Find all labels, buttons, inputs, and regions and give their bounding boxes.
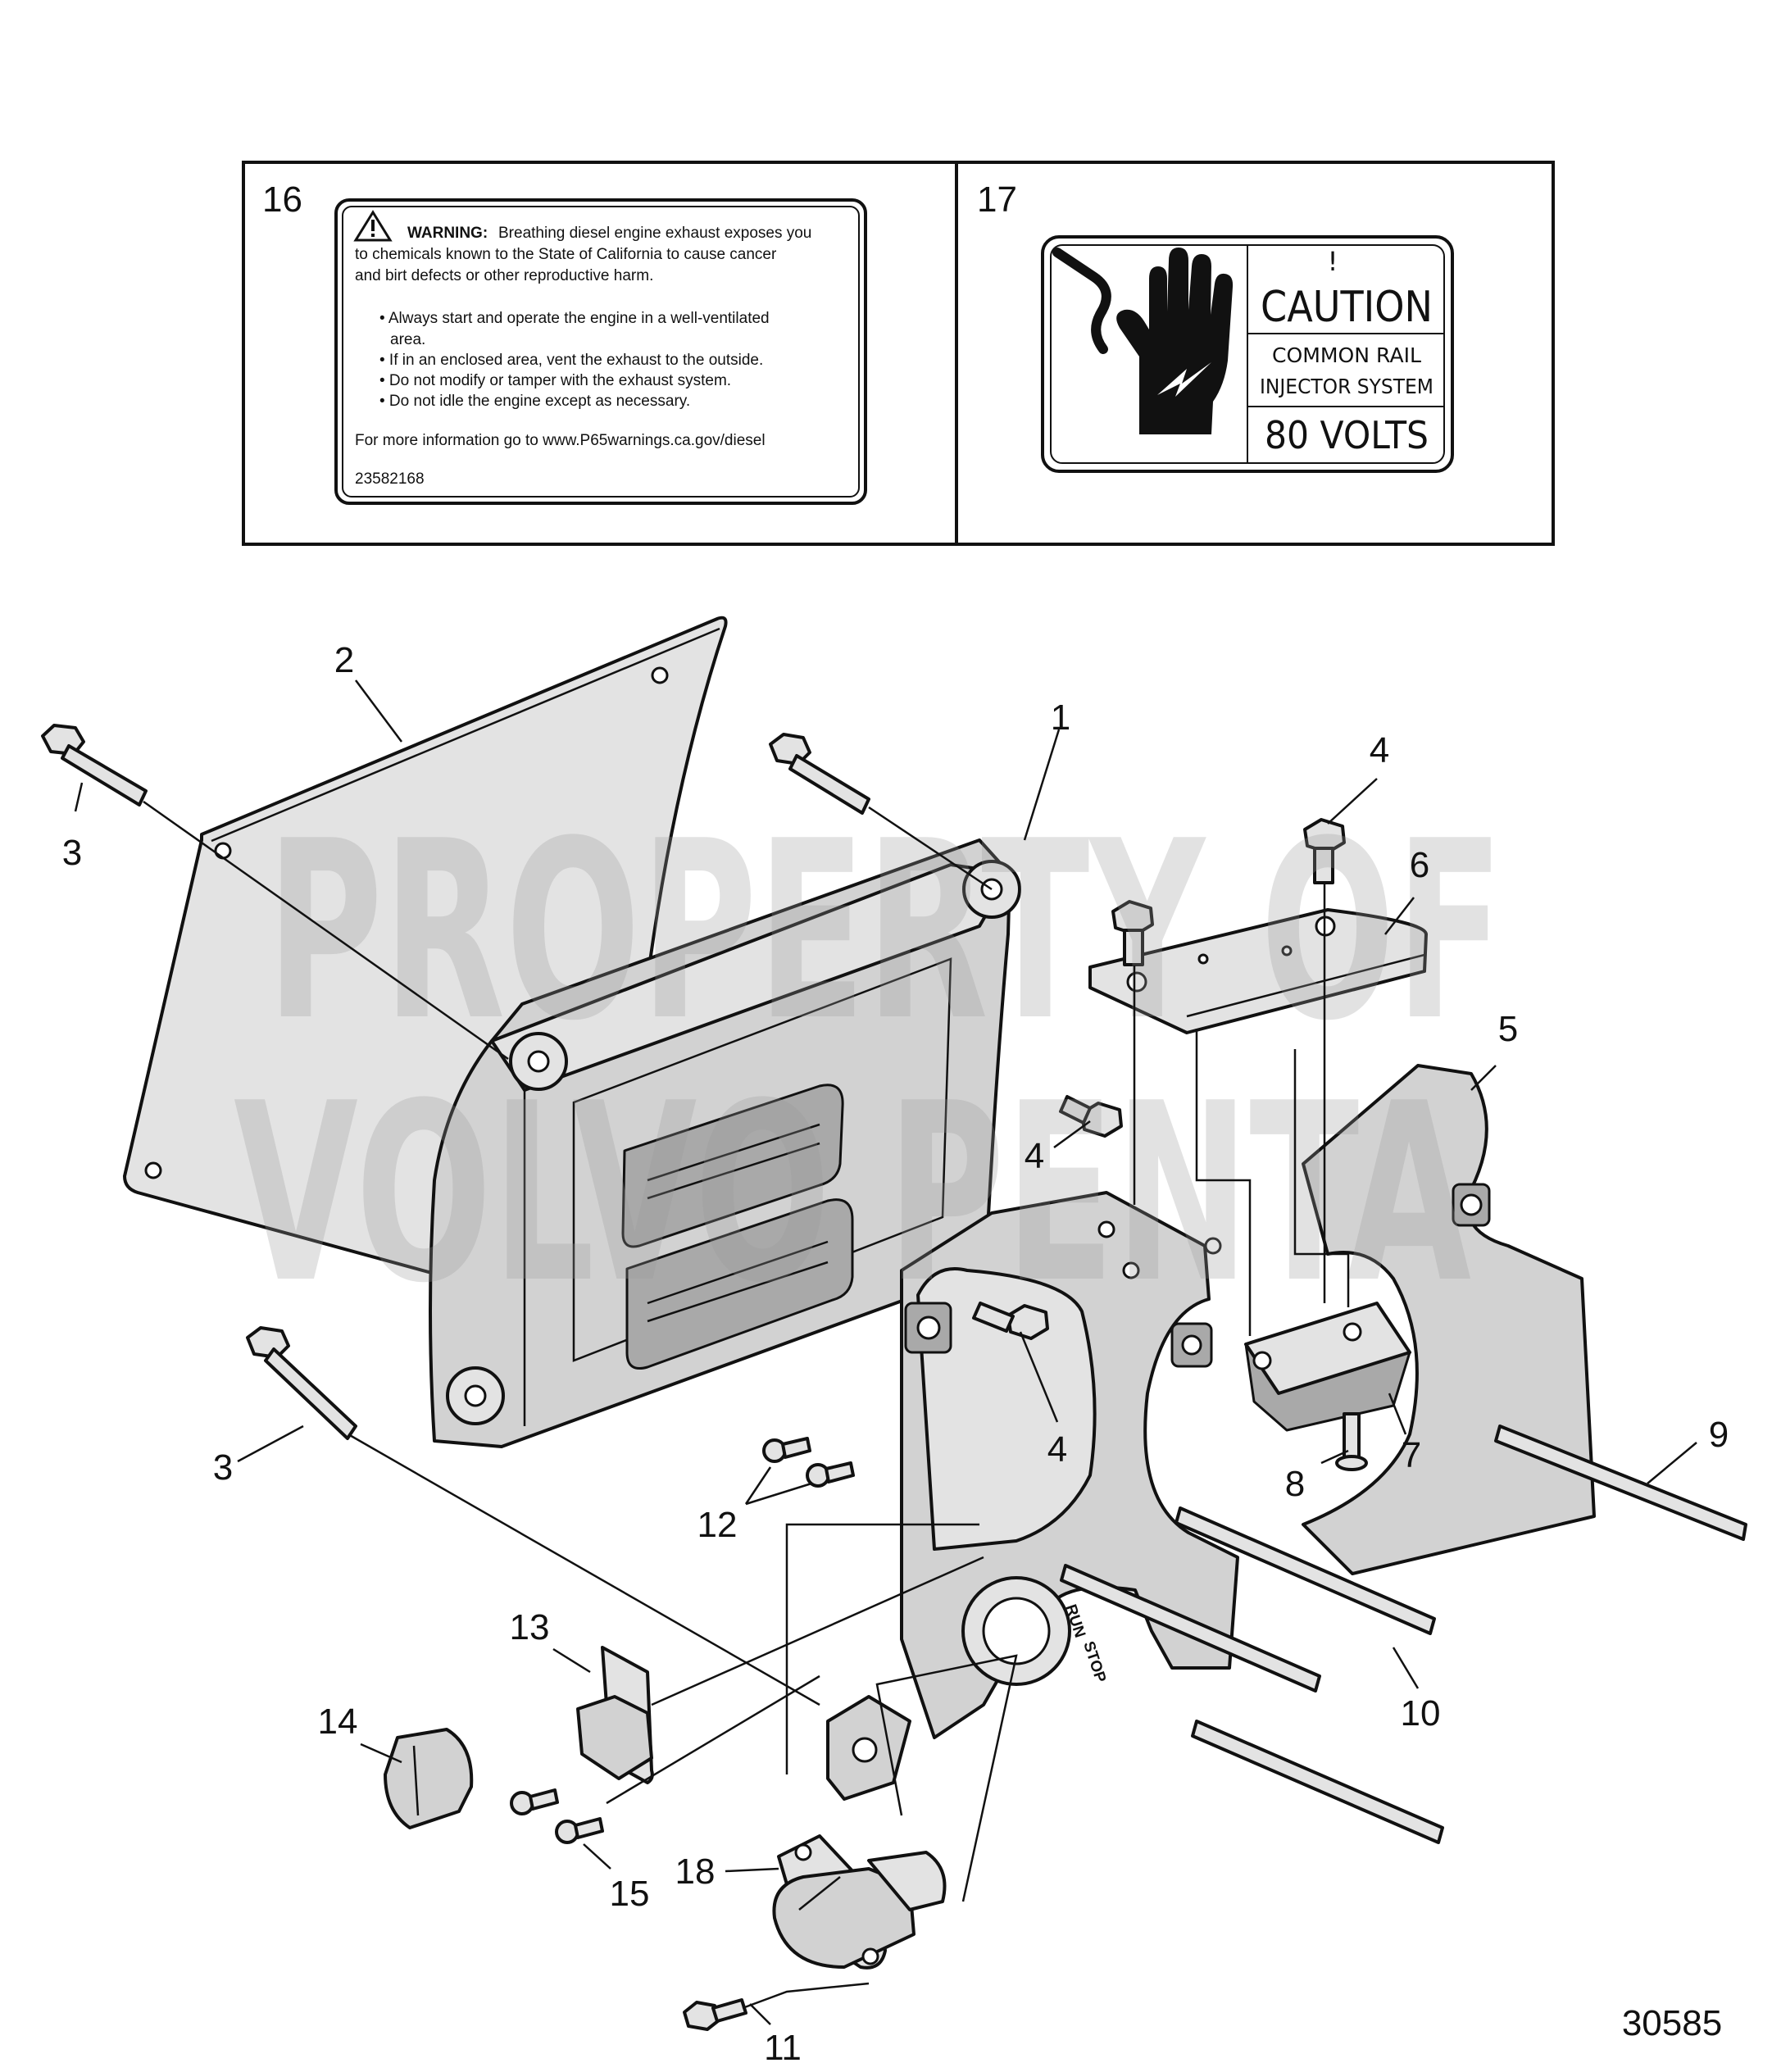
- callout-3-lower: 3: [213, 1447, 233, 1488]
- callout-15: 15: [610, 1874, 650, 1914]
- caution-line-2: INJECTOR SYSTEM: [1260, 375, 1434, 398]
- warning-line-1: Breathing diesel engine exhaust exposes …: [498, 225, 811, 242]
- bolt-3-lower: [246, 1326, 357, 1440]
- label-code: 23582168: [355, 470, 425, 488]
- watermark: PROPERTY OF VOLVO PENTA: [234, 788, 1504, 1337]
- bolt-1-upper: [769, 733, 870, 815]
- callout-18: 18: [675, 1852, 716, 1892]
- callout-14: 14: [318, 1702, 358, 1742]
- warning-bullet-1: • Always start and operate the engine in…: [379, 310, 770, 327]
- ecu-control-unit: [429, 838, 1021, 1448]
- drawing-number: 30585: [1622, 2003, 1722, 2043]
- caution-title: CAUTION: [1261, 283, 1433, 332]
- bolt-4-c: [1059, 1095, 1123, 1138]
- mounting-bracket-front: RUN STOP: [900, 1191, 1239, 1739]
- screw-11: [683, 1998, 747, 2031]
- callout-12: 12: [697, 1505, 738, 1545]
- warning-bullet-1-cont: area.: [390, 331, 425, 348]
- callout-11: 11: [764, 2028, 802, 2068]
- caution-label-17: 17 ! CAUTION COMMON RAIL INJECTOR SYSTEM…: [977, 179, 1454, 473]
- bolt-3-upper: [41, 724, 148, 807]
- callout-4-mid: 4: [1025, 1136, 1044, 1176]
- warning-label-16: 16 WARNING: Breathing diesel engine exha…: [262, 179, 867, 505]
- callout-1: 1: [1051, 697, 1070, 738]
- caution-exclamation: !: [1328, 246, 1338, 277]
- electric-shock-hand-icon: [1052, 248, 1234, 434]
- callouts: 1 2 3 3 4 4 4 5 6 7 8 9 10 11 12 13 14 1…: [62, 640, 1729, 2068]
- callout-10: 10: [1401, 1693, 1441, 1733]
- warning-bullet-3: • Do not modify or tamper with the exhau…: [379, 372, 731, 389]
- callout-4-low: 4: [1047, 1429, 1067, 1470]
- bolt-8: [1335, 1412, 1368, 1471]
- watermark-line-2: VOLVO PENTA: [234, 1051, 1472, 1337]
- watermark-line-1: PROPERTY OF: [266, 788, 1504, 1075]
- warning-title: WARNING:: [407, 225, 488, 242]
- warning-line-2: to chemicals known to the State of Calif…: [355, 246, 777, 263]
- screws-15: [510, 1788, 604, 1844]
- callout-13: 13: [510, 1607, 550, 1647]
- threaded-studs: [1060, 1424, 1747, 1844]
- mounting-plate: [1088, 908, 1428, 1034]
- callout-2: 2: [334, 640, 354, 680]
- support-bracket: [826, 1695, 911, 1801]
- caution-volts: 80 VOLTS: [1265, 413, 1429, 457]
- callout-7: 7: [1402, 1435, 1421, 1475]
- more-info-link-text: For more information go to www.P65warnin…: [355, 432, 766, 449]
- warning-line-3: and birt defects or other reproductive h…: [355, 267, 653, 284]
- assembly-lines: [143, 800, 1350, 2010]
- callout-9: 9: [1709, 1415, 1729, 1455]
- warning-bullet-4: • Do not idle the engine except as neces…: [379, 393, 690, 410]
- callout-leaders: [74, 679, 1697, 2025]
- connector-13: [576, 1646, 654, 1784]
- label-17-index: 17: [977, 179, 1017, 220]
- caution-line-1: COMMON RAIL: [1272, 343, 1421, 367]
- callout-6: 6: [1410, 845, 1429, 885]
- screws-12: [762, 1437, 855, 1488]
- cap-14: [384, 1728, 474, 1829]
- callout-4-top: 4: [1370, 730, 1389, 770]
- warning-bullet-2: • If in an enclosed area, vent the exhau…: [379, 352, 763, 369]
- callout-8: 8: [1285, 1464, 1305, 1504]
- warning-triangle-icon: [353, 210, 393, 242]
- bolt-4-d: [972, 1302, 1049, 1340]
- callout-5: 5: [1498, 1009, 1518, 1049]
- bolt-4-b: [1111, 900, 1154, 966]
- callout-3-upper: 3: [62, 833, 82, 873]
- switch-stop-text: STOP: [1079, 1639, 1109, 1685]
- key-switch-18: [772, 1834, 947, 1970]
- bolt-4-a: [1303, 818, 1346, 884]
- label-16-index: 16: [262, 179, 302, 220]
